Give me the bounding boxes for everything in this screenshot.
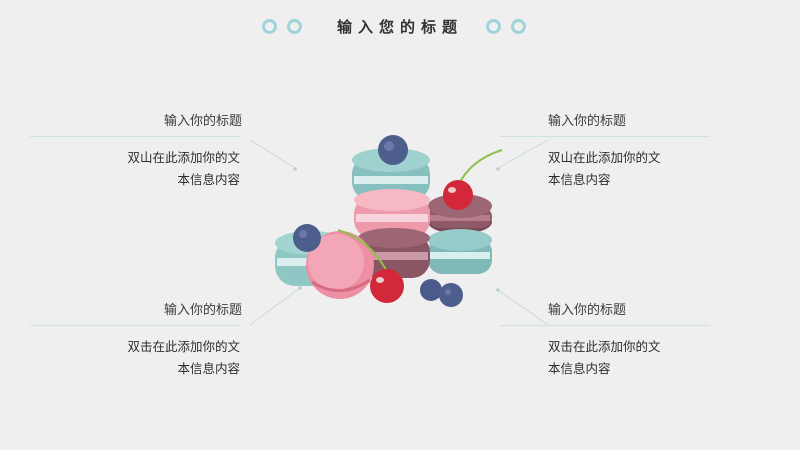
divider	[30, 325, 240, 326]
description-line: 双山在此添加你的文	[548, 150, 661, 165]
block-description[interactable]: 双击在此添加你的文 本信息内容	[30, 336, 240, 380]
text-block-top-left: 输入你的标题 双山在此添加你的文 本信息内容	[30, 114, 242, 191]
text-block-bottom-right: 输入你的标题 双击在此添加你的文 本信息内容	[500, 303, 710, 380]
text-block-bottom-left: 输入你的标题 双击在此添加你的文 本信息内容	[30, 303, 242, 380]
divider	[500, 325, 710, 326]
description-line: 本信息内容	[177, 172, 240, 187]
description-line: 双击在此添加你的文	[548, 339, 661, 354]
text-block-top-right: 输入你的标题 双山在此添加你的文 本信息内容	[500, 114, 710, 191]
ring-icon	[486, 19, 501, 34]
divider	[30, 136, 240, 137]
block-description[interactable]: 双击在此添加你的文 本信息内容	[548, 336, 710, 380]
blueberries	[293, 135, 463, 307]
block-description[interactable]: 双山在此添加你的文 本信息内容	[548, 147, 710, 191]
page-title[interactable]: 输入您的标题	[336, 18, 463, 36]
block-description[interactable]: 双山在此添加你的文 本信息内容	[30, 147, 240, 191]
cherries	[337, 149, 503, 303]
pink-macaron-front	[306, 231, 374, 299]
block-heading[interactable]: 输入你的标题	[163, 303, 242, 318]
description-line: 本信息内容	[177, 361, 240, 376]
ring-icon	[262, 19, 277, 34]
divider	[500, 136, 710, 137]
title-row: 输入您的标题	[0, 14, 800, 40]
connector-lines	[249, 139, 549, 326]
ring-icon	[511, 19, 526, 34]
description-line: 双山在此添加你的文	[127, 150, 240, 165]
block-heading[interactable]: 输入你的标题	[163, 114, 242, 129]
description-line: 双击在此添加你的文	[127, 339, 240, 354]
teal-macaron-right	[428, 229, 492, 274]
brown-macaron-bottom	[358, 228, 430, 278]
block-heading[interactable]: 输入你的标题	[548, 114, 627, 129]
ring-icon	[287, 19, 302, 34]
description-line: 本信息内容	[548, 172, 611, 187]
description-line: 本信息内容	[548, 361, 611, 376]
block-heading[interactable]: 输入你的标题	[548, 303, 627, 318]
pink-macaron-middle	[354, 189, 430, 238]
